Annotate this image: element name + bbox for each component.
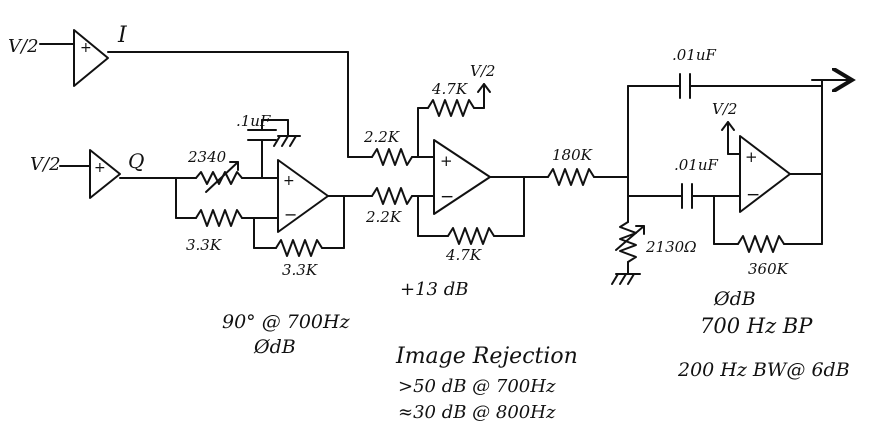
svg-text:+: + bbox=[80, 40, 92, 56]
label-c-top: .01uF bbox=[672, 46, 717, 64]
note-bp-line2: 700 Hz BP bbox=[700, 314, 813, 338]
label-r-sum2: 2.2K bbox=[365, 208, 402, 226]
resistor-4k7-top bbox=[427, 99, 475, 117]
resistor-3k3-b bbox=[275, 239, 323, 257]
resistor-2k2-a bbox=[371, 148, 413, 166]
svg-text:−: − bbox=[746, 185, 760, 205]
bandpass-opamp bbox=[739, 135, 791, 213]
phase-shift-stage: + − bbox=[175, 119, 361, 257]
svg-text:+: + bbox=[283, 173, 295, 189]
label-vref-sum: V/2 bbox=[470, 62, 495, 80]
label-r-in-bp: 180K bbox=[552, 146, 593, 164]
label-vin-q: V/2 bbox=[30, 154, 61, 175]
label-r-bot-fb: 4.7K bbox=[445, 246, 482, 264]
label-gain-sum: +13 dB bbox=[400, 279, 468, 300]
label-r-sum1: 2.2K bbox=[363, 128, 400, 146]
label-vin-i: V/2 bbox=[8, 36, 39, 57]
phase-shift-opamp bbox=[277, 159, 329, 233]
label-r-top-fb: 4.7K bbox=[431, 80, 468, 98]
trim-resistor-2340 bbox=[195, 171, 243, 185]
label-sig-i: I bbox=[117, 23, 128, 48]
resistor-3k3-a bbox=[195, 209, 243, 227]
resistor-2k2-b bbox=[371, 187, 413, 205]
trim-resistor-2130 bbox=[619, 221, 637, 263]
note-ir-title: Image Rejection bbox=[395, 344, 578, 369]
bandpass-stage: + − bbox=[547, 74, 852, 285]
q-buffer: + bbox=[59, 149, 177, 199]
label-c-mid: .01uF bbox=[674, 156, 719, 174]
q-buffer-opamp bbox=[89, 149, 121, 199]
svg-text:−: − bbox=[440, 187, 454, 207]
svg-text:−: − bbox=[284, 205, 297, 224]
i-buffer-opamp bbox=[73, 29, 109, 87]
note-phase-line1: 90° @ 700Hz bbox=[222, 311, 351, 333]
resistor-360k bbox=[737, 235, 785, 253]
svg-text:+: + bbox=[440, 152, 453, 170]
svg-text:+: + bbox=[745, 148, 758, 166]
note-ir-line1: >50 dB @ 700Hz bbox=[398, 376, 556, 397]
label-c1: .1uF bbox=[236, 112, 271, 130]
label-r-trim1: 2340 bbox=[187, 148, 227, 166]
note-phase-line2: ØdB bbox=[253, 336, 296, 358]
resistor-180k bbox=[547, 168, 595, 186]
resistor-4k7-bottom bbox=[447, 227, 495, 245]
label-r-trim2: 2130Ω bbox=[645, 238, 697, 256]
label-r-fb1: 3.3K bbox=[186, 236, 222, 254]
note-bp-line3: 200 Hz BW@ 6dB bbox=[677, 359, 850, 381]
label-sig-q: Q bbox=[128, 149, 144, 173]
summing-stage: + − bbox=[359, 83, 549, 245]
note-bp-line1: ØdB bbox=[713, 288, 756, 310]
label-vref-bp: V/2 bbox=[712, 100, 737, 118]
summing-opamp bbox=[433, 139, 491, 215]
label-r-bp-fb: 360K bbox=[748, 260, 789, 278]
label-r-fb2: 3.3K bbox=[282, 261, 318, 279]
i-buffer: + bbox=[39, 29, 373, 158]
note-ir-line2: ≈30 dB @ 800Hz bbox=[398, 402, 556, 423]
svg-text:+: + bbox=[94, 160, 106, 176]
